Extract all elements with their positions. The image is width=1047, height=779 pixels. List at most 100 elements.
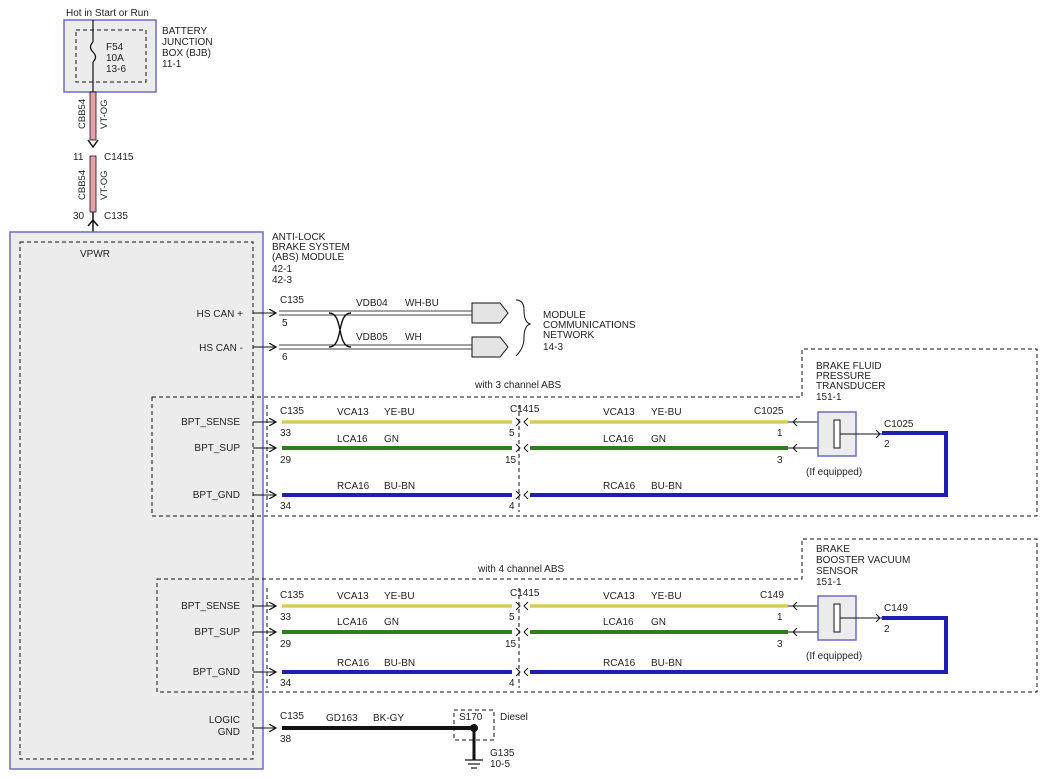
ground-ref: 10-5 <box>490 759 510 770</box>
can-pin-plus: 5 <box>282 318 288 329</box>
can-pin-minus: 6 <box>282 352 288 363</box>
abs4-gnd-circuit-2: RCA16 <box>603 658 636 669</box>
abs3-mod-connector: C135 <box>280 406 304 417</box>
abs4-sense-circuit-2: VCA13 <box>603 591 635 602</box>
ground-note: Diesel <box>500 712 528 723</box>
abs4-sensor-title-3: SENSOR <box>816 566 858 577</box>
vpwr-label: VPWR <box>80 249 110 260</box>
abs3-sensor-title-2: PRESSURE <box>816 371 871 382</box>
abs-title-2: BRAKE SYSTEM <box>272 242 350 253</box>
abs4-sensor-ref: 151-1 <box>816 577 842 588</box>
ground-pin: 38 <box>280 734 292 745</box>
abs-title-3: (ABS) MODULE <box>272 252 345 263</box>
bjb-title-1: BATTERY <box>162 26 208 37</box>
bjb-box <box>63 19 157 93</box>
abs3-pin-sense-far: 1 <box>777 428 783 439</box>
abs4-sensor-connector: C149 <box>884 603 908 614</box>
abs4-sup-label: BPT_SUP <box>194 627 240 638</box>
abs4-sensor-pin: 2 <box>884 624 890 635</box>
abs4-sensor-title-1: BRAKE <box>816 544 850 555</box>
abs-title-1: ANTI-LOCK <box>272 232 326 243</box>
c1415-top-pin: 11 <box>73 152 84 163</box>
abs3-pin-gnd-mod: 34 <box>280 501 292 512</box>
abs3-pin-sup-inl: 15 <box>505 455 517 466</box>
abs4-sup-color-2: GN <box>651 617 666 628</box>
sensor-connector-icon <box>792 417 798 453</box>
abs4-sup-color-1: GN <box>384 617 399 628</box>
ground-circuit: GD163 <box>326 713 358 724</box>
abs3-sensor-title-3: TRANSDUCER <box>816 381 885 392</box>
abs4-gnd-label: BPT_GND <box>193 667 240 678</box>
abs3-sense-label: BPT_SENSE <box>181 417 240 428</box>
network-connector-icon <box>471 336 509 358</box>
bjb-title-2: JUNCTION <box>162 37 213 48</box>
abs4-sup-circuit-1: LCA16 <box>337 617 368 628</box>
abs-ref-2: 42-3 <box>272 275 292 286</box>
inline-connector-icon <box>515 601 521 677</box>
abs4-mod-connector: C135 <box>280 590 304 601</box>
inline-connector-icon <box>515 417 521 500</box>
abs3-gnd-color-2: BU-BN <box>651 481 682 492</box>
abs3-sense-circuit-2: VCA13 <box>603 407 635 418</box>
can-wire-plus <box>279 310 472 316</box>
fuse-id: F54 <box>106 42 124 53</box>
network-line-1: MODULE <box>543 310 586 321</box>
abs3-pin-gnd-inl: 4 <box>509 501 515 512</box>
abs4-pin-sup-far: 3 <box>777 639 783 650</box>
feed-wire-lower <box>89 155 97 213</box>
logic-gnd-line-2: GND <box>218 727 240 738</box>
abs4-section: with 4 channel ABS BRAKE BOOSTER VACUUM … <box>156 538 1038 693</box>
abs3-pin-sense-mod: 33 <box>280 428 292 439</box>
abs3-gnd-label: BPT_GND <box>193 490 240 501</box>
feed-circuit-lower: CBB54 <box>77 170 88 200</box>
feed-wire-upper <box>89 91 97 141</box>
power-source-label: Hot in Start or Run <box>66 8 149 19</box>
abs3-section: with 3 channel ABS BRAKE FLUID PRESSURE … <box>151 348 1038 517</box>
abs-ref-1: 42-1 <box>272 264 292 275</box>
abs4-gnd-color-2: BU-BN <box>651 658 682 669</box>
twisted-pair-icon <box>328 312 352 348</box>
c1415-top-label: C1415 <box>104 152 134 163</box>
abs4-gnd-wire-2 <box>530 616 948 674</box>
abs3-sup-label: BPT_SUP <box>194 443 240 454</box>
abs3-pin-sup-mod: 29 <box>280 455 292 466</box>
abs4-equipped: (If equipped) <box>806 651 862 662</box>
fuse-icon <box>89 41 97 63</box>
abs4-pin-gnd-inl: 4 <box>509 678 515 689</box>
abs4-pin-sense-mod: 33 <box>280 612 292 623</box>
connector-arrow-icon <box>87 139 99 149</box>
c135-top-pin: 30 <box>73 211 85 222</box>
abs3-sup-color-1: GN <box>384 434 399 445</box>
abs3-sup-color-2: GN <box>651 434 666 445</box>
abs3-pin-sup-far: 3 <box>777 455 783 466</box>
abs3-pin-sense-inl: 5 <box>509 428 515 439</box>
network-line-2: COMMUNICATIONS <box>543 320 636 331</box>
abs4-sup-circuit-2: LCA16 <box>603 617 634 628</box>
feed-color-lower: VT-OG <box>99 170 110 200</box>
abs-module-inner <box>19 241 254 760</box>
abs3-gnd-circuit-1: RCA16 <box>337 481 370 492</box>
can-connector: C135 <box>280 295 304 306</box>
abs4-pin-sense-inl: 5 <box>509 612 515 623</box>
bjb-ref: 11-1 <box>162 59 182 70</box>
ground-connector: C135 <box>280 711 304 722</box>
abs3-sensor-title-1: BRAKE FLUID <box>816 361 882 372</box>
abs-module-box <box>9 231 264 770</box>
abs3-sensor-pin: 2 <box>884 439 890 450</box>
network-connector-icon <box>471 302 509 324</box>
abs3-far-connector: C1025 <box>754 406 784 417</box>
network-ref: 14-3 <box>543 342 563 353</box>
abs4-sense-label: BPT_SENSE <box>181 601 240 612</box>
inline-connector-icon <box>523 417 529 500</box>
abs4-inline-connector: C1415 <box>510 588 540 599</box>
can-plus-circuit: VDB04 <box>356 298 388 309</box>
abs3-inline-connector: C1415 <box>510 404 540 415</box>
c135-top-label: C135 <box>104 211 128 222</box>
can-minus-circuit: VDB05 <box>356 332 388 343</box>
abs4-variant-label: with 4 channel ABS <box>477 564 564 575</box>
ground-color: BK-GY <box>373 713 404 724</box>
abs3-gnd-wire-2 <box>530 431 948 497</box>
bjb-title-3: BOX (BJB) <box>162 48 211 59</box>
hs-can-minus-label: HS CAN - <box>199 343 243 354</box>
